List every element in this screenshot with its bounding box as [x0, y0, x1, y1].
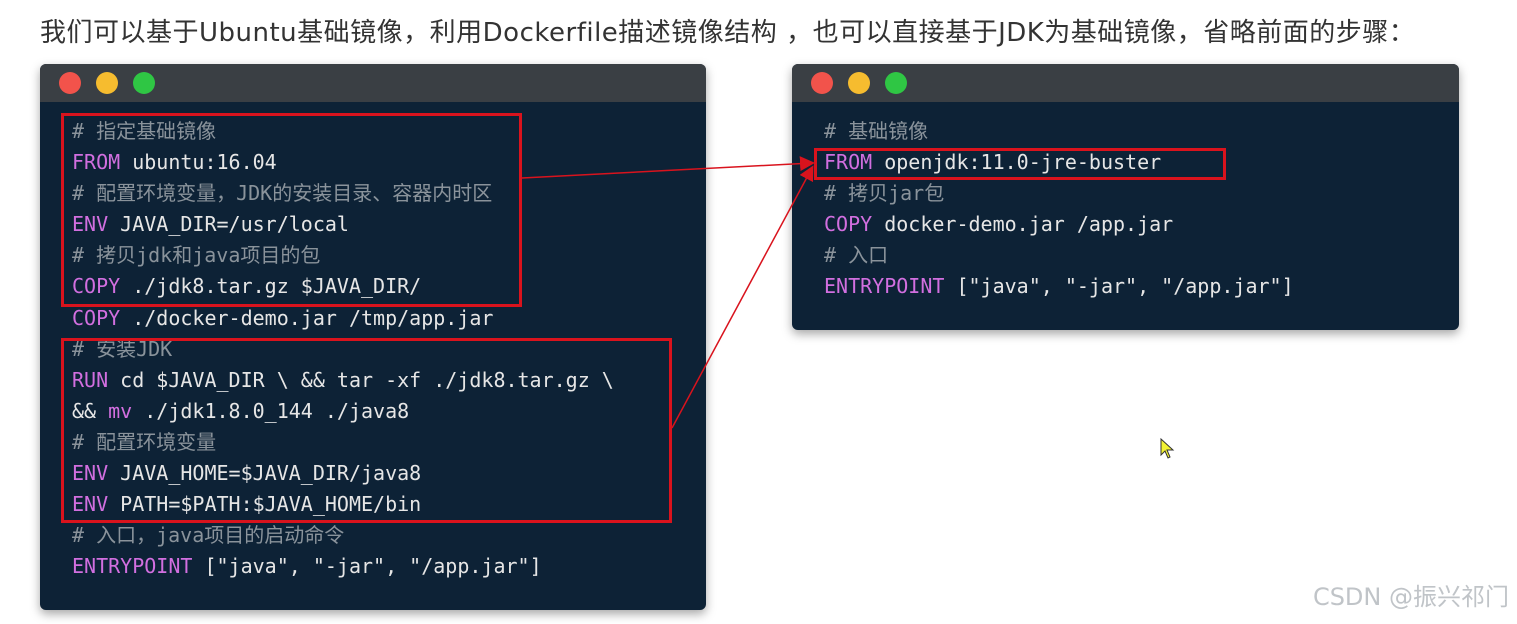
code-text: ./docker-demo.jar /tmp/app.jar [120, 305, 494, 330]
code-line: # 入口，java项目的启动命令 [72, 520, 706, 551]
code-text: ./jdk1.8.0_144 ./java8 [132, 398, 410, 423]
maximize-button[interactable] [133, 72, 155, 94]
code-line: # 基础镜像 [824, 116, 1459, 147]
code-text: ["java", "-jar", "/app.jar"] [192, 554, 542, 579]
code-keyword: COPY [824, 212, 873, 237]
arrow-from-box1 [521, 156, 815, 179]
code-comment: # 指定基础镜像 [72, 119, 217, 143]
code-keyword: ENV [72, 461, 109, 486]
watermark: CSDN @振兴祁门 [1312, 583, 1509, 611]
code-comment: # 拷贝jdk和java项目的包 [72, 243, 321, 268]
code-line: && mv ./jdk1.8.0_144 ./java8 [72, 396, 706, 427]
code-line: # 拷贝jdk和java项目的包 [72, 240, 706, 271]
mouse-cursor-icon [1160, 438, 1175, 459]
code-line: # 拷贝jar包 [824, 178, 1459, 209]
code-comment: # 配置环境变量，JDK的安装目录、容器内时区 [72, 181, 493, 206]
code-line: # 指定基础镜像 [72, 116, 706, 147]
code-comment: # 入口，java项目的启动命令 [72, 523, 345, 548]
code-line: FROM ubuntu:16.04 [72, 147, 706, 178]
left-code-window: # 指定基础镜像 FROM ubuntu:16.04 # 配置环境变量，JDK的安装… [40, 64, 706, 610]
left-dockerfile-code: # 指定基础镜像 FROM ubuntu:16.04 # 配置环境变量，JDK的安装… [40, 102, 706, 582]
code-text: JAVA_DIR=/usr/local [108, 212, 349, 237]
arrow-from-box2 [671, 165, 814, 429]
code-line: ENTRYPOINT ["java", "-jar", "/app.jar"] [72, 551, 706, 582]
right-window-titlebar [792, 64, 1459, 102]
code-comment: # 基础镜像 [824, 119, 929, 143]
code-line: COPY ./docker-demo.jar /tmp/app.jar [72, 303, 706, 334]
code-text: docker-demo.jar /app.jar [872, 212, 1174, 237]
code-text: cd $JAVA_DIR \ && tar -xf ./jdk8.tar.gz … [108, 367, 614, 392]
code-line: FROM openjdk:11.0-jre-buster [824, 147, 1459, 178]
code-line: ENV JAVA_HOME=$JAVA_DIR/java8 [72, 458, 706, 489]
code-comment: # 配置环境变量 [72, 429, 217, 454]
code-comment: # 入口 [824, 243, 889, 268]
code-text: openjdk:11.0-jre-buster [872, 150, 1162, 175]
code-text: && [72, 398, 109, 423]
page-heading: 我们可以基于Ubuntu基础镜像，利用Dockerfile描述镜像结构 ，也可以… [40, 18, 1416, 48]
code-line: # 配置环境变量，JDK的安装目录、容器内时区 [72, 178, 706, 209]
code-keyword: RUN [72, 367, 109, 392]
right-code-window: # 基础镜像 FROM openjdk:11.0-jre-buster # 拷贝ja… [792, 64, 1459, 330]
code-keyword: ENV [72, 212, 109, 237]
code-line: # 配置环境变量 [72, 427, 706, 458]
code-comment: # 拷贝jar包 [824, 181, 945, 206]
code-line: COPY ./jdk8.tar.gz $JAVA_DIR/ [72, 271, 706, 302]
minimize-button[interactable] [848, 72, 870, 94]
code-line: ENV PATH=$PATH:$JAVA_HOME/bin [72, 489, 706, 520]
code-text: ./jdk8.tar.gz $JAVA_DIR/ [120, 274, 422, 299]
code-line: ENV JAVA_DIR=/usr/local [72, 209, 706, 240]
minimize-button[interactable] [96, 72, 118, 94]
code-keyword: FROM [72, 150, 121, 175]
code-keyword: ENTRYPOINT [824, 274, 945, 299]
code-line: RUN cd $JAVA_DIR \ && tar -xf ./jdk8.tar… [72, 365, 706, 396]
code-text: ubuntu:16.04 [120, 150, 277, 175]
code-keyword: mv [108, 398, 133, 423]
code-line: ENTRYPOINT ["java", "-jar", "/app.jar"] [824, 271, 1459, 302]
code-keyword: ENTRYPOINT [72, 554, 193, 579]
code-line: COPY docker-demo.jar /app.jar [824, 209, 1459, 240]
code-keyword: ENV [72, 492, 109, 517]
code-text: JAVA_HOME=$JAVA_DIR/java8 [108, 461, 422, 486]
code-keyword: COPY [72, 274, 121, 299]
code-line: # 入口 [824, 240, 1459, 271]
left-window-titlebar [40, 64, 706, 102]
code-text: PATH=$PATH:$JAVA_HOME/bin [108, 492, 422, 517]
right-dockerfile-code: # 基础镜像 FROM openjdk:11.0-jre-buster # 拷贝ja… [792, 102, 1459, 303]
close-button[interactable] [811, 72, 833, 94]
maximize-button[interactable] [885, 72, 907, 94]
close-button[interactable] [59, 72, 81, 94]
code-keyword: FROM [824, 150, 873, 175]
code-text: ["java", "-jar", "/app.jar"] [944, 274, 1294, 299]
code-keyword: COPY [72, 305, 121, 330]
